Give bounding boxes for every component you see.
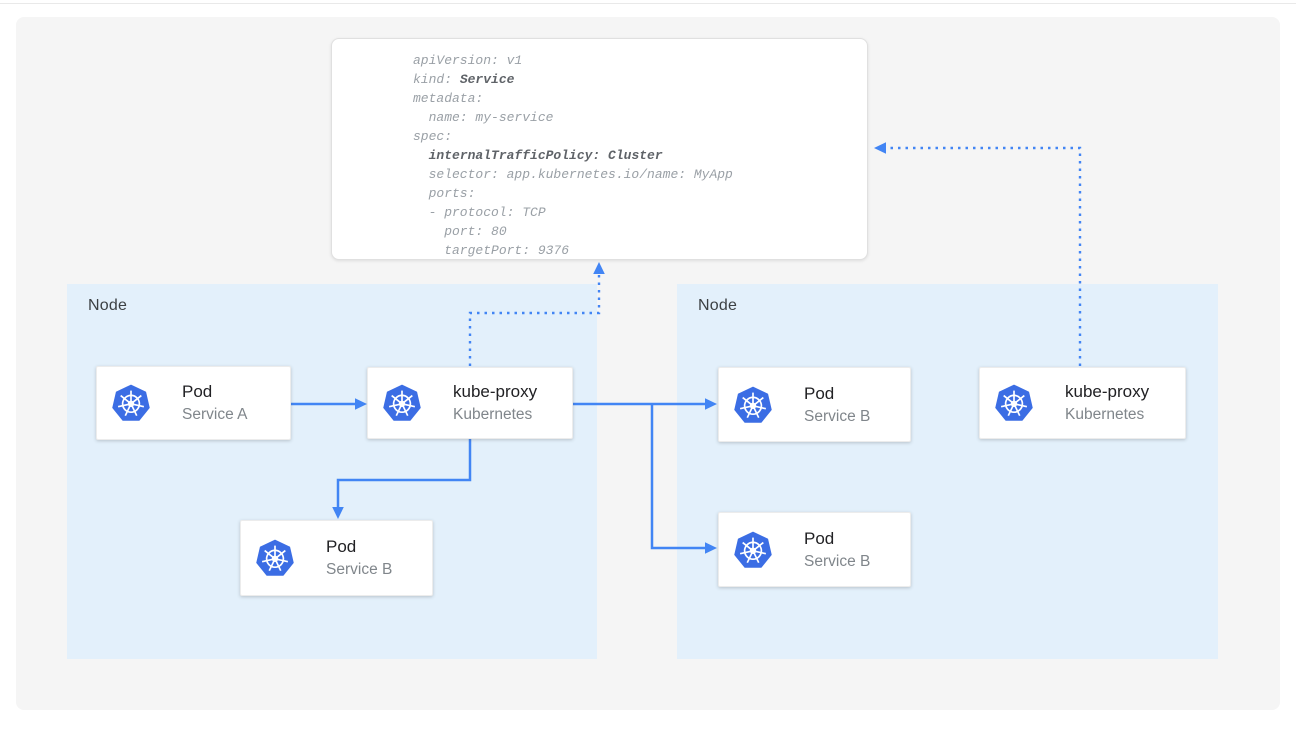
code-line: metadata: [413, 89, 867, 108]
kubernetes-icon [733, 530, 773, 570]
node-left-label: Node [88, 297, 127, 315]
pod-service-b-remote-top-card: Pod Service B [718, 367, 911, 442]
kube-proxy-left-card: kube-proxy Kubernetes [367, 367, 573, 439]
code-line: - protocol: TCP [413, 203, 867, 222]
kube-proxy-right-card: kube-proxy Kubernetes [979, 367, 1186, 439]
code-line: targetPort: 9376 [413, 241, 867, 260]
entity-subtitle: Service B [804, 552, 870, 572]
kubernetes-icon [111, 383, 151, 423]
code-line: internalTrafficPolicy: Cluster [413, 146, 867, 165]
code-line: selector: app.kubernetes.io/name: MyApp [413, 165, 867, 184]
entity-subtitle: Service A [182, 405, 247, 425]
code-line: apiVersion: v1 [413, 51, 867, 70]
code-line: spec: [413, 127, 867, 146]
entity-title: Pod [326, 536, 392, 557]
entity-title: Pod [182, 381, 247, 402]
kubernetes-icon [733, 385, 773, 425]
node-right-label: Node [698, 297, 737, 315]
code-line: port: 80 [413, 222, 867, 241]
entity-title: kube-proxy [1065, 381, 1149, 402]
code-line: kind: Service [413, 70, 867, 89]
entity-title: Pod [804, 528, 870, 549]
kubernetes-icon [382, 383, 422, 423]
top-divider [0, 3, 1296, 4]
code-line: name: my-service [413, 108, 867, 127]
node-right: Node [677, 284, 1218, 659]
entity-subtitle: Service B [804, 407, 870, 427]
entity-subtitle: Kubernetes [453, 405, 537, 425]
pod-service-b-local-card: Pod Service B [240, 520, 433, 596]
entity-title: Pod [804, 383, 870, 404]
entity-title: kube-proxy [453, 381, 537, 402]
code-line: ports: [413, 184, 867, 203]
pod-service-a-card: Pod Service A [96, 366, 291, 440]
kubernetes-icon [255, 538, 295, 578]
service-manifest-panel: apiVersion: v1 kind: Service metadata: n… [331, 38, 868, 260]
node-left: Node [67, 284, 597, 659]
kubernetes-icon [994, 383, 1034, 423]
pod-service-b-remote-bottom-card: Pod Service B [718, 512, 911, 587]
entity-subtitle: Service B [326, 560, 392, 580]
entity-subtitle: Kubernetes [1065, 405, 1149, 425]
